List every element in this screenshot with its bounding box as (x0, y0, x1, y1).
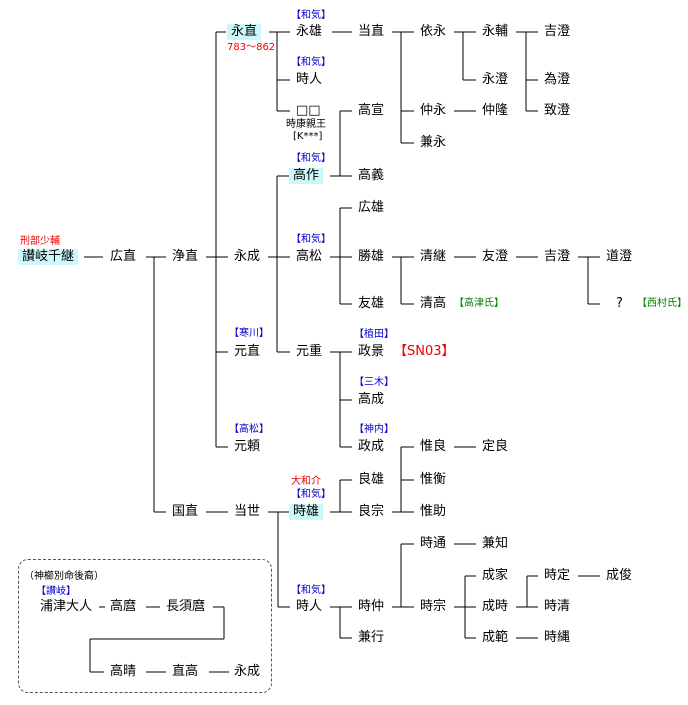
clan-label: 【神内】 (354, 424, 394, 435)
node-koreyoshi[interactable]: 惟良 (420, 439, 447, 454)
node-shigetoki[interactable]: 成時 (482, 599, 509, 614)
node-nakataka[interactable]: 仲隆 (482, 103, 509, 118)
node-takanari[interactable]: 高作 (289, 168, 324, 184)
node-yoshimune[interactable]: 良宗 (358, 504, 385, 519)
clan-label: 【和気】 (291, 489, 331, 500)
node-hironao[interactable]: 広直 (110, 249, 137, 264)
node-tokisada[interactable]: 時定 (544, 568, 571, 583)
node-takamatsu[interactable]: 高松 (296, 249, 323, 264)
node-tamezumi[interactable]: 為澄 (544, 72, 571, 87)
node-tokihito[interactable]: 時人 (296, 72, 323, 87)
node-kiyotsugu[interactable]: 清継 (420, 249, 447, 264)
node-takayoshi[interactable]: 高義 (358, 168, 385, 183)
node-nagasuke[interactable]: 永輔 (482, 24, 509, 39)
years-label: 783〜862 (227, 42, 276, 53)
inset-node[interactable]: 浦津大人 (40, 599, 93, 614)
clan-label: 【和気】 (291, 153, 331, 164)
node-naganao[interactable]: 永直 (227, 24, 262, 40)
node-sadayoshi[interactable]: 定良 (482, 439, 509, 454)
node-motoyori[interactable]: 元頼 (234, 439, 261, 454)
node-tokimichi[interactable]: 時通 (420, 536, 447, 551)
node-munezumi[interactable]: 致澄 (544, 103, 571, 118)
node-kiyotaka[interactable]: 清高 (420, 296, 447, 311)
node-nagashige[interactable]: 永成 (234, 249, 261, 264)
node-chitsugu[interactable]: 讃岐千継 (18, 249, 79, 265)
node-unknown[interactable]: ? (616, 296, 623, 311)
node-nagasumi[interactable]: 永澄 (482, 72, 509, 87)
node-kaneyuki[interactable]: 兼行 (358, 630, 385, 645)
node-takashige[interactable]: 高成 (358, 392, 385, 407)
node-masanao[interactable]: 当直 (358, 24, 385, 39)
node-nakanaga[interactable]: 仲永 (420, 103, 447, 118)
clan-label: 【和気】 (291, 234, 331, 245)
node-tokio[interactable]: 時雄 (289, 504, 324, 520)
clan-label: 【讃岐】 (36, 586, 76, 597)
node-yorinaga[interactable]: 依永 (420, 24, 447, 39)
node-takanobu[interactable]: 高宣 (358, 103, 385, 118)
node-tomoo[interactable]: 友雄 (358, 296, 385, 311)
node-nagao[interactable]: 永雄 (296, 24, 323, 39)
node-yoshio[interactable]: 良雄 (358, 472, 385, 487)
clan-label: 【三木】 (354, 377, 394, 388)
node-shigenori[interactable]: 成範 (482, 630, 509, 645)
node-kanenaga[interactable]: 兼永 (420, 135, 447, 150)
clan-label: 【植田】 (354, 329, 394, 340)
clan-label: 【和気】 (291, 10, 331, 21)
inset-box (18, 559, 272, 693)
title-label: 刑部少輔 (20, 236, 60, 247)
inset-node[interactable]: 高晴 (110, 664, 137, 679)
node-yoshizumi-2[interactable]: 吉澄 (544, 249, 571, 264)
node-masakage[interactable]: 政景 (358, 344, 385, 359)
node-motoshige[interactable]: 元重 (296, 344, 323, 359)
node-koresuke[interactable]: 惟助 (420, 504, 447, 519)
prince-code: [K***] (293, 131, 323, 142)
clan-label: 【和気】 (291, 585, 331, 596)
node-masayo[interactable]: 当世 (234, 504, 261, 519)
clan-label: 【高松】 (229, 424, 269, 435)
node-kiyonao[interactable]: 浄直 (172, 249, 199, 264)
inset-node[interactable]: 永成 (234, 664, 261, 679)
node-tokinawa[interactable]: 時縄 (544, 630, 571, 645)
node-yoshizumi[interactable]: 吉澄 (544, 24, 571, 39)
inset-node[interactable]: 長須麿 (166, 599, 206, 614)
title-label: 大和介 (291, 476, 321, 487)
node-motonao[interactable]: 元直 (234, 344, 261, 359)
node-tokimune[interactable]: 時宗 (420, 599, 447, 614)
inset-heading: （神櫛別命後裔） (24, 571, 104, 582)
node-korehira[interactable]: 惟衡 (420, 472, 447, 487)
node-katsuo[interactable]: 勝雄 (358, 249, 385, 264)
clan-label: 【和気】 (291, 57, 331, 68)
node-kuninao[interactable]: 国直 (172, 504, 199, 519)
node-tokinaka[interactable]: 時仲 (358, 599, 385, 614)
lineage-label: 【西村氏】 (637, 298, 687, 309)
prince-note: 時康親王 (286, 119, 326, 130)
node-masashige[interactable]: 政成 (358, 439, 385, 454)
node-michizumi[interactable]: 道澄 (606, 249, 633, 264)
node-shigeie[interactable]: 成家 (482, 568, 509, 583)
node-shigetoshi[interactable]: 成俊 (606, 568, 633, 583)
node-tokikiyo[interactable]: 時清 (544, 599, 571, 614)
code-badge: 【SN03】 (394, 344, 455, 359)
node-hiroo[interactable]: 広雄 (358, 200, 385, 215)
lineage-label: 【高津氏】 (454, 298, 504, 309)
inset-node[interactable]: 高麿 (110, 599, 137, 614)
node-kanetomo[interactable]: 兼知 (482, 536, 509, 551)
clan-label: 【寒川】 (229, 328, 269, 339)
node-tomozumi[interactable]: 友澄 (482, 249, 509, 264)
inset-node[interactable]: 直高 (172, 664, 199, 679)
node-tokihito-2[interactable]: 時人 (296, 599, 323, 614)
node-unknown-prince[interactable]: □□ (296, 103, 321, 118)
